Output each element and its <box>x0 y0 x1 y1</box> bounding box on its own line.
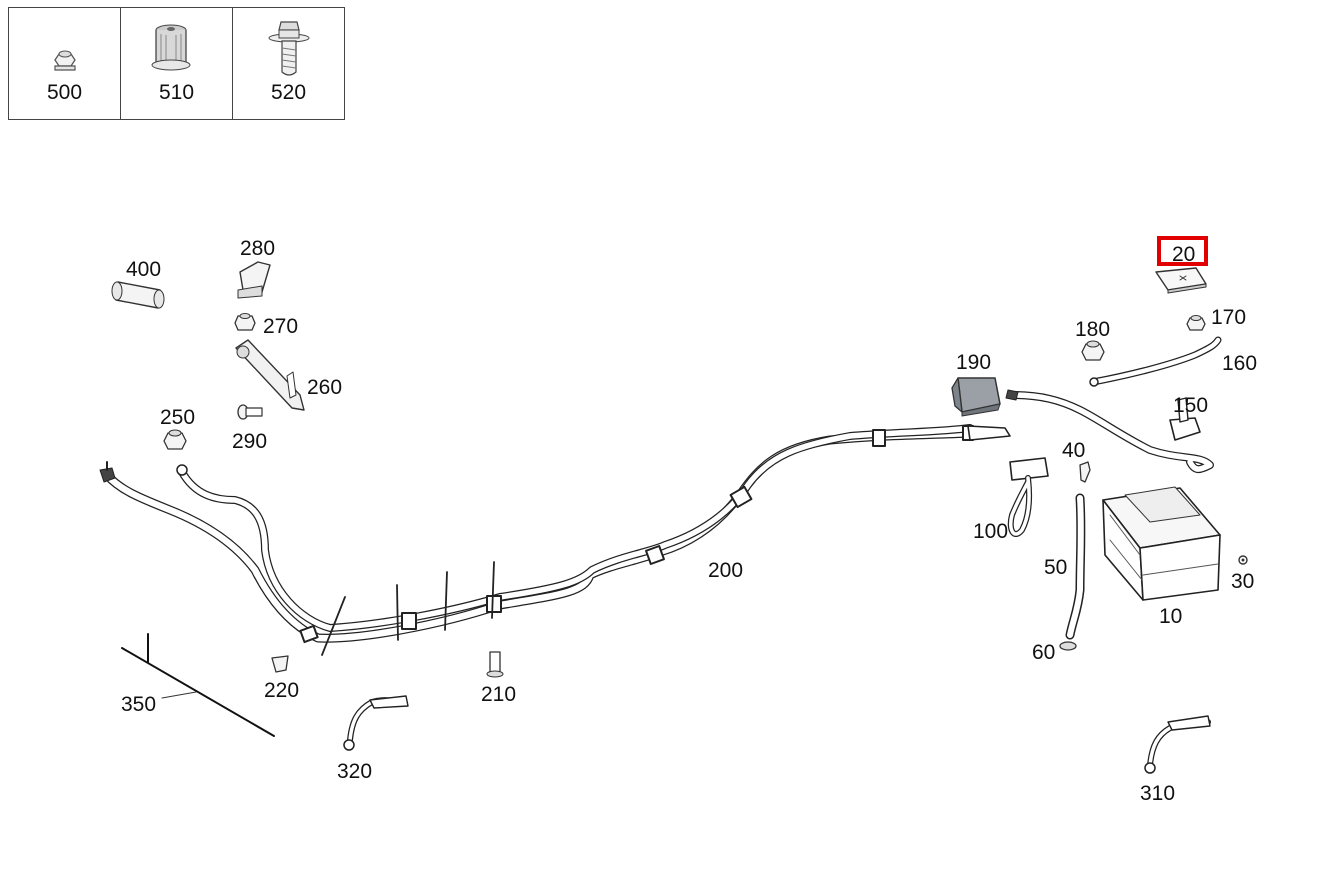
label-280[interactable]: 280 <box>240 237 275 260</box>
hex-nut-icon <box>54 50 76 71</box>
legend-number: 520 <box>270 81 307 104</box>
part-180-nut[interactable] <box>1081 340 1105 361</box>
label-10[interactable]: 10 <box>1159 605 1182 628</box>
part-280-bracket[interactable] <box>237 261 271 299</box>
label-310[interactable]: 310 <box>1140 782 1175 805</box>
part-270-nut[interactable] <box>234 313 256 331</box>
part-290-bolt[interactable] <box>237 404 263 420</box>
label-270[interactable]: 270 <box>263 315 298 338</box>
label-190[interactable]: 190 <box>956 351 991 374</box>
label-180[interactable]: 180 <box>1075 318 1110 341</box>
label-350[interactable]: 350 <box>121 693 156 716</box>
part-210-stud-bolt[interactable] <box>486 651 504 678</box>
part-160-ground-cable[interactable] <box>1089 336 1222 387</box>
legend-number: 500 <box>46 81 83 104</box>
part-10-battery[interactable] <box>1102 486 1221 601</box>
legend-number: 510 <box>158 81 195 104</box>
main-cable-harness[interactable] <box>99 424 1011 656</box>
label-170[interactable]: 170 <box>1211 306 1246 329</box>
part-260-mounting-arm[interactable] <box>235 339 305 411</box>
label-290[interactable]: 290 <box>232 430 267 453</box>
screw-bolt-icon <box>268 21 310 76</box>
part-labels: 10 20 30 40 50 60 100 150 160 170 180 19… <box>121 237 1257 805</box>
label-220[interactable]: 220 <box>264 679 299 702</box>
part-250-nut[interactable] <box>163 429 187 450</box>
label-260[interactable]: 260 <box>307 376 342 399</box>
sleeve-nut-icon <box>151 24 191 71</box>
part-60-grommet[interactable] <box>1059 641 1077 651</box>
legend-item-520[interactable]: 520 <box>233 8 344 119</box>
label-250[interactable]: 250 <box>160 406 195 429</box>
part-400-sleeve[interactable] <box>111 281 165 309</box>
part-50-vent-hose[interactable] <box>1065 493 1086 640</box>
part-320-ground-strap[interactable] <box>343 695 409 751</box>
label-400[interactable]: 400 <box>126 258 161 281</box>
fastener-legend: 500 510 520 <box>8 7 345 120</box>
part-310-ground-strap[interactable] <box>1144 715 1211 774</box>
part-350-reference-line <box>121 633 275 737</box>
label-160[interactable]: 160 <box>1222 352 1257 375</box>
label-320[interactable]: 320 <box>337 760 372 783</box>
label-150[interactable]: 150 <box>1173 394 1208 417</box>
part-190-control-unit[interactable] <box>951 377 1001 417</box>
label-100[interactable]: 100 <box>973 520 1008 543</box>
part-30-screw[interactable] <box>1238 555 1248 565</box>
legend-item-510[interactable]: 510 <box>121 8 233 119</box>
part-20-cover-plate[interactable] <box>1155 267 1207 294</box>
label-60[interactable]: 60 <box>1032 641 1055 664</box>
label-40[interactable]: 40 <box>1062 439 1085 462</box>
part-150-battery-cable[interactable] <box>1005 389 1214 474</box>
part-40-fitting[interactable] <box>1079 461 1091 483</box>
label-20[interactable]: 20 <box>1172 243 1195 266</box>
part-220-clip[interactable] <box>271 655 289 673</box>
label-200[interactable]: 200 <box>708 559 743 582</box>
label-50[interactable]: 50 <box>1044 556 1067 579</box>
label-30[interactable]: 30 <box>1231 570 1254 593</box>
label-210[interactable]: 210 <box>481 683 516 706</box>
part-170-nut[interactable] <box>1186 315 1206 331</box>
part-100-sensor-cable[interactable] <box>1007 457 1049 537</box>
legend-item-500[interactable]: 500 <box>9 8 121 119</box>
